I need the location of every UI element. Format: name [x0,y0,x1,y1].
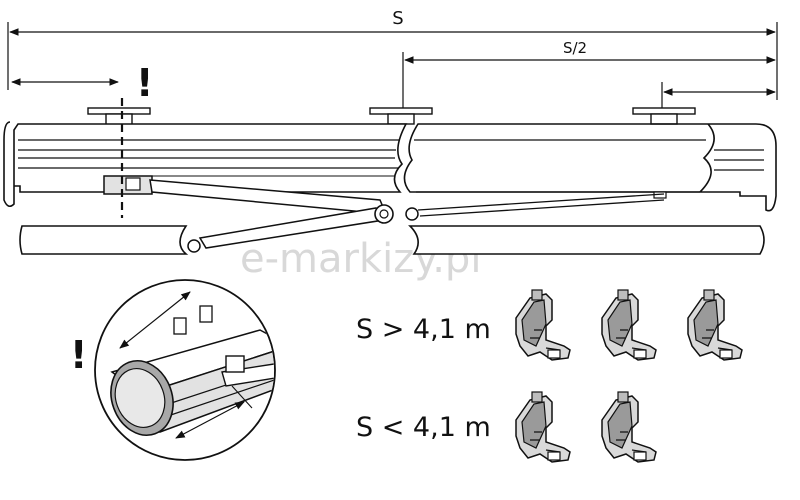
bracket-right [632,107,696,125]
rule-label-small: S < 4,1 m [356,412,491,443]
front-bar [19,225,765,255]
detail-magnifier [94,279,276,461]
mounting-bracket-icon [515,391,571,463]
bracket-center [369,107,433,125]
top-mounting-brackets [87,107,696,131]
mounting-bracket-icon [601,289,657,361]
dimension-edge-offsets [11,78,776,112]
dimension-half-label: S/2 [563,39,587,57]
cassette-profile [3,121,777,212]
mounting-bracket-icon [601,391,657,463]
rule-row-small: S < 4,1 m [356,391,657,463]
mounting-bracket-icon [515,289,571,361]
rule-row-large: S > 4,1 m [356,289,743,361]
dimension-half-width: S/2 [402,39,776,112]
dimension-total-label: S [392,8,403,29]
folding-arm [103,175,665,253]
warning-icon: ! [136,61,153,105]
dimension-total-width: S [7,8,778,100]
detail-warning-icon: ! [70,333,87,377]
rule-label-large: S > 4,1 m [356,314,491,345]
mounting-bracket-icon [687,289,743,361]
